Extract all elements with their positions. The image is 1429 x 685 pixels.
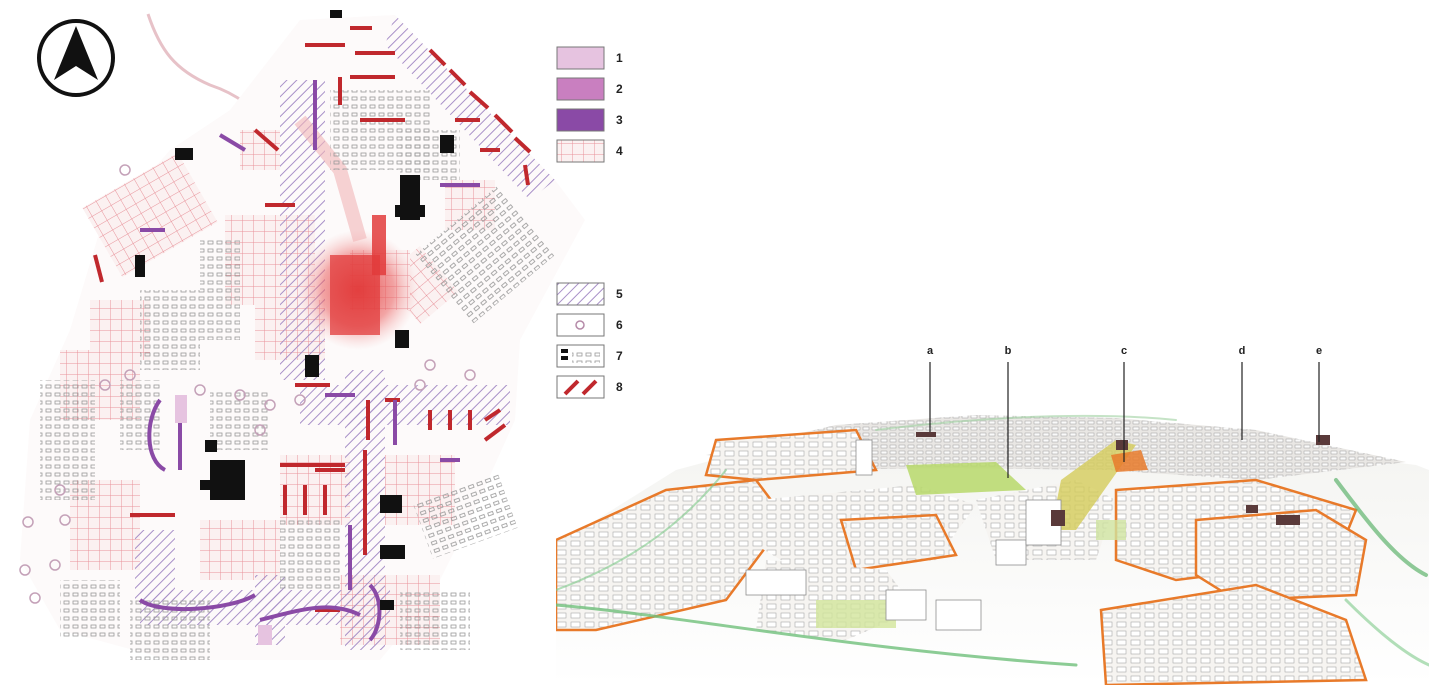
- light-pink-fill-areas: [175, 395, 272, 645]
- legend-label-7: 7: [616, 349, 623, 363]
- master-plan-map: 1 2 3 4 5 6 7 8: [0, 0, 640, 685]
- legend-label-5: 5: [616, 287, 623, 301]
- legend-label-3: 3: [616, 113, 623, 127]
- callout-label-e: e: [1315, 345, 1323, 357]
- callout-label-c: c: [1120, 345, 1128, 357]
- legend-label-1: 1: [616, 51, 623, 65]
- legend-symbols: [556, 46, 605, 399]
- legend-label-2: 2: [616, 82, 623, 96]
- aerial-svg: [556, 362, 1429, 685]
- background-settlement: [706, 415, 1406, 480]
- legend-label-8: 8: [616, 380, 623, 394]
- callout-label-a: a: [926, 345, 934, 357]
- purple-lines: [138, 80, 480, 642]
- black-buildings: [135, 10, 454, 610]
- town-center-marker: [1111, 450, 1148, 472]
- north-arrow-icon: [37, 19, 115, 97]
- plan-svg: [19, 10, 605, 660]
- legend-label-4: 4: [616, 144, 623, 158]
- dark-landmark-buildings: [916, 432, 1330, 526]
- legend-label-6: 6: [616, 318, 623, 332]
- callout-lines: [929, 362, 1320, 478]
- callout-label-b: b: [1004, 345, 1012, 357]
- circle-symbols: [19, 164, 476, 604]
- building-blocks: [40, 90, 557, 660]
- callout-label-d: d: [1238, 345, 1246, 357]
- aerial-perspective-view: a b c d e: [556, 0, 1429, 685]
- neighbourhood-blocks: [556, 428, 1368, 685]
- landscape-edges: [556, 414, 1429, 667]
- tall-buildings: [745, 439, 1062, 631]
